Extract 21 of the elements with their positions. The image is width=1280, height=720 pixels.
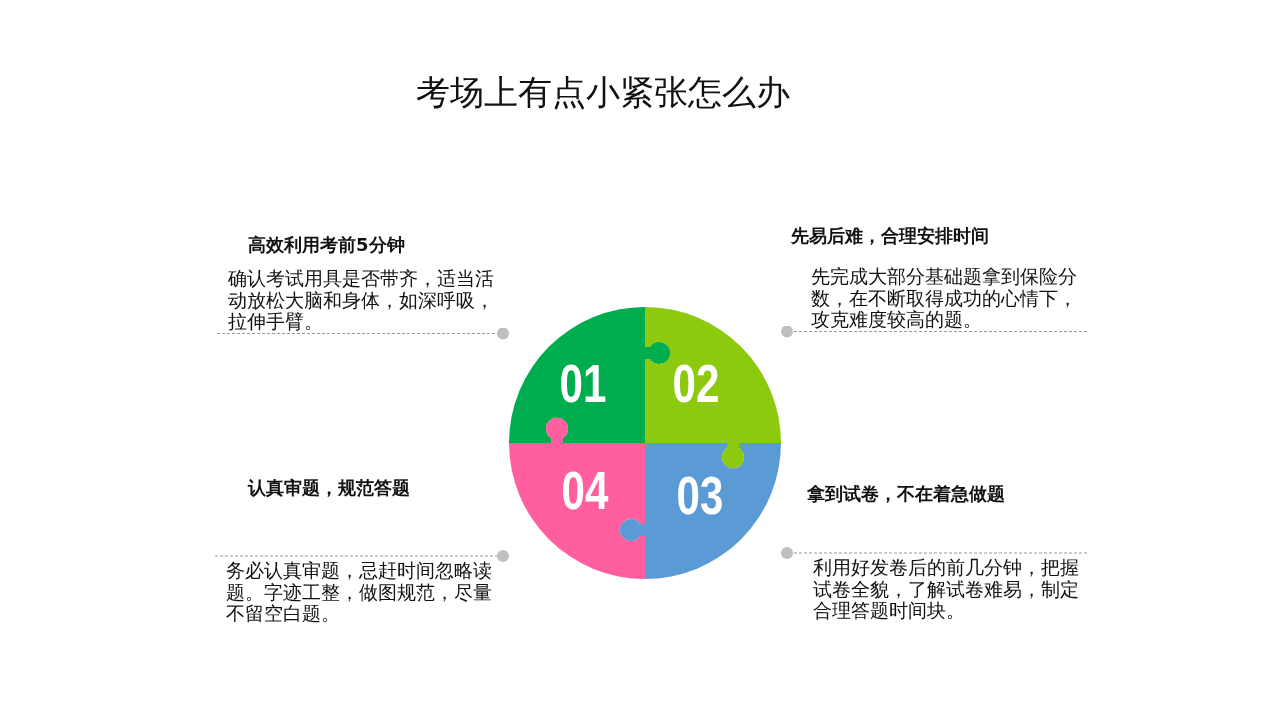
step-number: 01 [559,360,607,406]
step-heading: 认真审题，规范答题 [248,477,410,499]
step-description: 利用好发卷后的前几分钟，把握试卷全貌，了解试卷难易，制定合理答题时间块。 [813,557,1080,622]
step-description: 先完成大部分基础题拿到保险分数，在不断取得成功的心情下，攻克难度较高的题。 [811,266,1078,331]
step-number: 04 [561,467,609,513]
step-heading: 拿到试卷，不在着急做题 [807,483,1005,505]
puzzle-piece [509,443,645,579]
step-description: 确认考试用具是否带齐，适当活动放松大脑和身体，如深呼吸，拉伸手臂。 [228,268,495,333]
puzzle-piece [509,307,645,443]
puzzle-piece [645,443,781,579]
leader-line [780,547,1088,559]
leader-line [780,325,1088,338]
step-number: 03 [676,472,724,518]
leader-line [216,327,510,340]
leader-line [214,550,510,562]
step-description: 务必认真审题，忌赶时间忽略读题。字迹工整，做图规范，尽量不留空白题。 [226,560,493,625]
title: 考场上有点小紧张怎么办 [415,71,791,114]
puzzle-piece [645,307,781,443]
step-heading: 先易后难，合理安排时间 [791,225,989,247]
step-heading: 高效利用考前5分钟 [248,234,405,256]
step-number: 02 [672,360,720,406]
